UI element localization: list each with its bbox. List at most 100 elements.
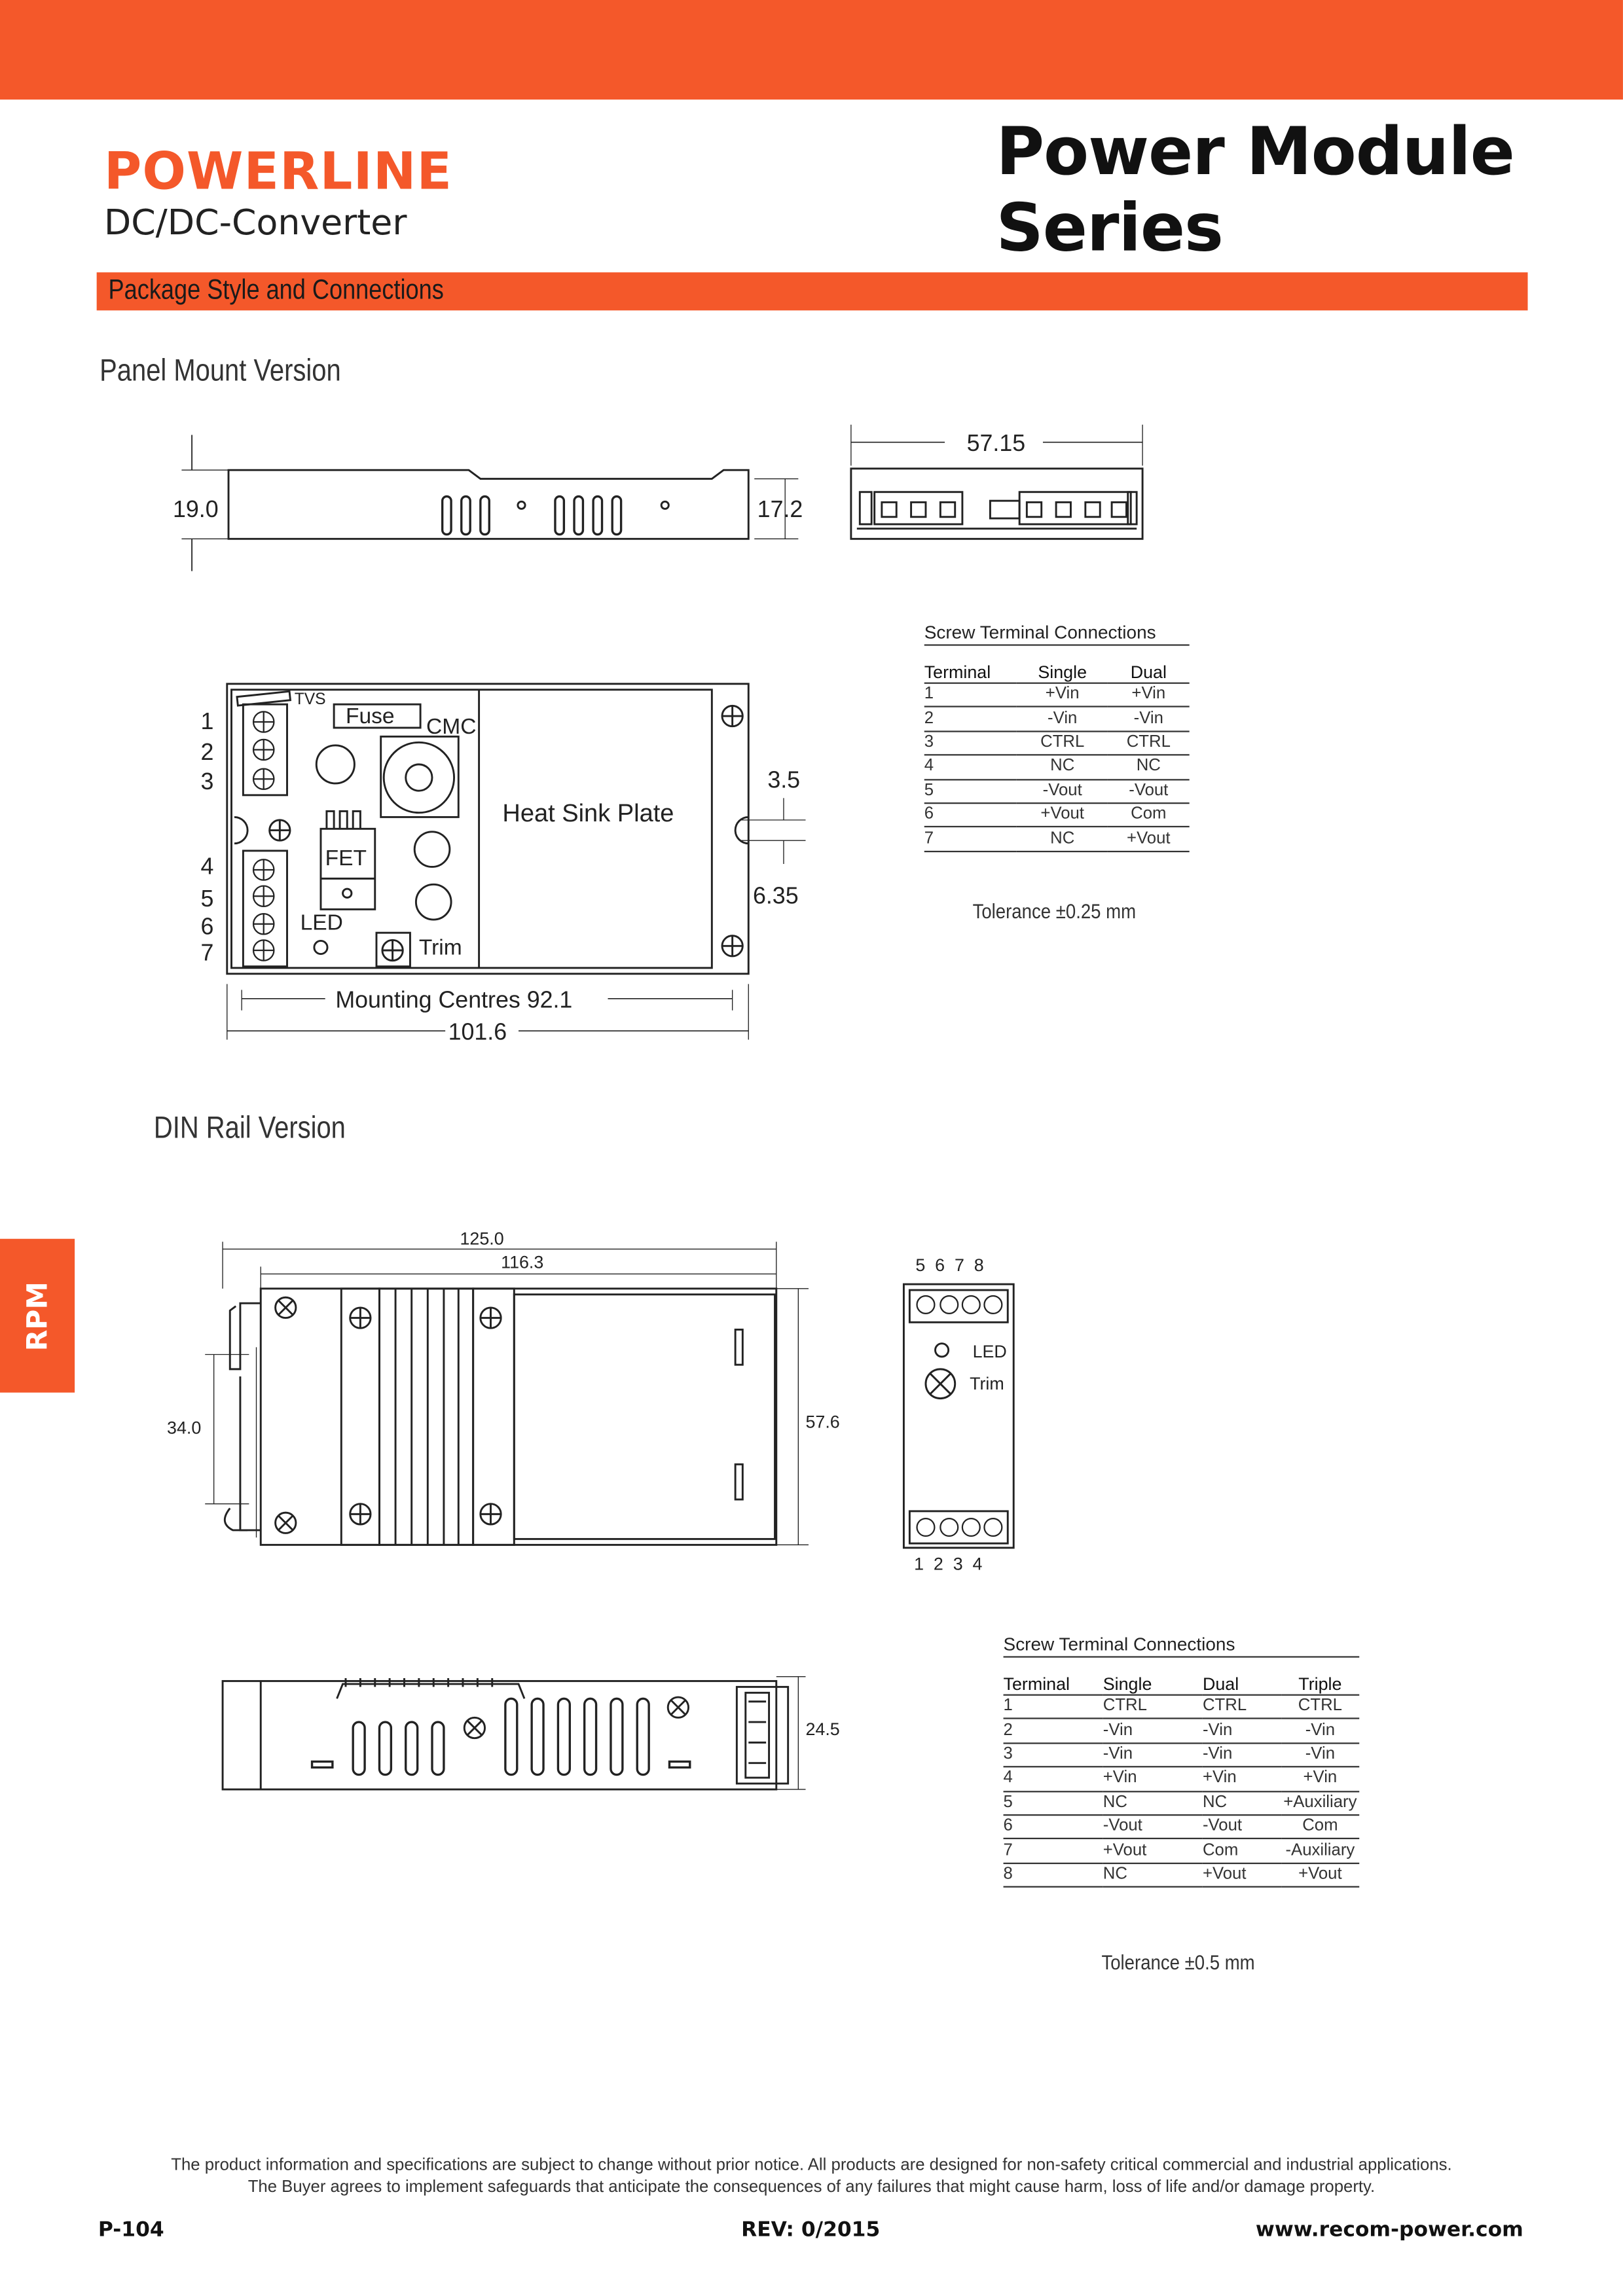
din-label-led: LED: [973, 1342, 1007, 1361]
dim-length: 101.6: [448, 1018, 507, 1045]
col-header: Triple: [1281, 1672, 1360, 1696]
table-cell: NC: [1202, 1791, 1281, 1816]
dim-height-2: 17.2: [757, 496, 803, 522]
table-cell: 3: [1003, 1743, 1103, 1768]
table-cell: -Auxiliary: [1281, 1839, 1360, 1864]
table-cell: +Vin: [1017, 683, 1108, 708]
pin-label: 2: [201, 739, 214, 765]
label-trim: Trim: [419, 936, 462, 960]
pin-label: 4: [201, 853, 214, 880]
disclaimer-line-2: The Buyer agrees to implement safeguards…: [247, 2179, 1376, 2197]
label-tvs: TVS: [295, 691, 326, 708]
table-cell: +Auxiliary: [1281, 1791, 1360, 1816]
col-header: Single: [1017, 660, 1108, 684]
table-cell: 7: [924, 827, 1017, 852]
table-cell: +Vout: [1107, 827, 1190, 852]
table-cell: CTRL: [1103, 1695, 1203, 1720]
table-cell: CTRL: [1017, 731, 1108, 756]
table-cell: 6: [924, 803, 1017, 828]
label-heat-sink: Heat Sink Plate: [502, 800, 674, 827]
table-cell: +Vout: [1202, 1863, 1281, 1888]
table-row: 2-Vin-Vin-Vin: [1003, 1719, 1360, 1744]
section-bar: Package Style and Connections: [96, 272, 1528, 311]
brand-logo: POWERLINE: [103, 143, 453, 202]
side-tab: RPM: [0, 1238, 75, 1393]
dim-mounting: Mounting Centres 92.1: [335, 986, 572, 1013]
table-cell: 6: [1003, 1815, 1103, 1840]
label-cmc: CMC: [426, 715, 476, 739]
din-label-trim: Trim: [970, 1374, 1004, 1393]
table-cell: +Vout: [1281, 1863, 1360, 1888]
table-cell: 2: [1003, 1719, 1103, 1744]
table-cell: 5: [924, 779, 1017, 804]
table-cell: -Vout: [1103, 1815, 1203, 1840]
table-cell: 7: [1003, 1839, 1103, 1864]
pin-label: 3: [201, 768, 214, 795]
table-cell: +Vin: [1202, 1767, 1281, 1792]
table-cell: NC: [1107, 755, 1190, 780]
table-cell: +Vin: [1103, 1767, 1203, 1792]
din-terminal-table: Screw Terminal Connections Terminal Sing…: [1003, 1634, 1360, 1888]
dim-din-inner: 116.3: [501, 1253, 543, 1272]
pin-label: 6: [201, 913, 214, 939]
col-header: Terminal: [1003, 1672, 1103, 1696]
revision: REV: 0/2015: [741, 2218, 881, 2242]
pin-label: 1: [201, 708, 214, 734]
table-cell: 8: [1003, 1863, 1103, 1888]
table-cell: -Vout: [1107, 779, 1190, 804]
table-cell: NC: [1017, 755, 1108, 780]
table-cell: 4: [924, 755, 1017, 780]
brand-subtitle: DC/DC-Converter: [103, 202, 407, 243]
din-tolerance: Tolerance ±0.5 mm: [1101, 1950, 1255, 1974]
table-cell: -Vout: [1202, 1815, 1281, 1840]
title-line-2: Series: [996, 188, 1224, 267]
website-link[interactable]: www.recom-power.com: [1255, 2218, 1523, 2242]
dim-din-length: 125.0: [460, 1229, 504, 1249]
label-led: LED: [301, 911, 343, 935]
title-line-1: Power Module: [996, 113, 1515, 190]
table-cell: Com: [1107, 803, 1190, 828]
label-fet: FET: [325, 846, 367, 870]
panel-tolerance: Tolerance ±0.25 mm: [972, 899, 1137, 923]
table-cell: -Vin: [1202, 1719, 1281, 1744]
table-cell: -Vin: [1103, 1719, 1203, 1744]
table-cell: Com: [1202, 1839, 1281, 1864]
col-header: Dual: [1107, 660, 1190, 684]
table-cell: -Vin: [1281, 1743, 1360, 1768]
table-row: 3-Vin-Vin-Vin: [1003, 1743, 1360, 1768]
din-heading: DIN Rail Version: [153, 1111, 346, 1145]
dim-din-rail: 34.0: [167, 1418, 201, 1437]
col-header: Dual: [1202, 1672, 1281, 1696]
table-cell: 4: [1003, 1767, 1103, 1792]
col-header: Single: [1103, 1672, 1203, 1696]
page-title: Power Module Series: [996, 113, 1515, 267]
table-cell: 2: [924, 707, 1017, 732]
table-cell: Com: [1281, 1815, 1360, 1840]
dim-hole-offset: 6.35: [753, 882, 799, 908]
dim-hole: 3.5: [767, 767, 800, 793]
table-cell: CTRL: [1281, 1695, 1360, 1720]
side-tab-label: RPM: [21, 1281, 54, 1351]
panel-side-view: 19.0 17.2: [173, 435, 803, 571]
din-pins-top: 5 6 7 8: [915, 1255, 983, 1275]
panel-heading: Panel Mount Version: [100, 354, 341, 388]
disclaimer-line-1: The product information and specificatio…: [171, 2157, 1452, 2175]
col-header: Terminal: [924, 660, 1017, 684]
table-cell: NC: [1017, 827, 1108, 852]
table-title: Screw Terminal Connections: [924, 622, 1190, 646]
table-row: 1+Vin+Vin: [924, 683, 1190, 708]
table-cell: +Vin: [1107, 683, 1190, 708]
table-cell: -Vout: [1017, 779, 1108, 804]
table-cell: -Vin: [1202, 1743, 1281, 1768]
table-row: 4+Vin+Vin+Vin: [1003, 1767, 1360, 1792]
section-title: Package Style and Connections: [108, 275, 444, 306]
table-cell: 3: [924, 731, 1017, 756]
